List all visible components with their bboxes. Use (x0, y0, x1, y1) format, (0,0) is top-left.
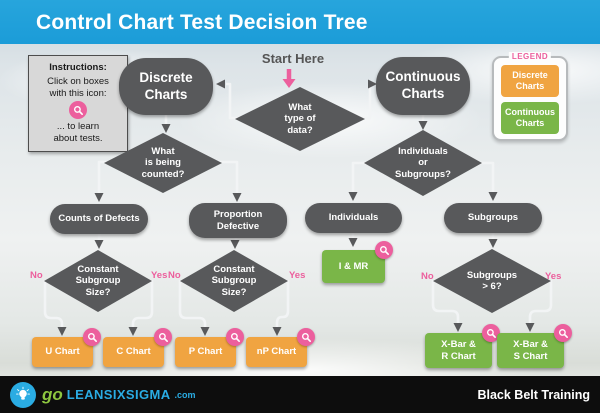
chart-np[interactable]: nP Chart (246, 328, 315, 367)
branch-label-no-3: No (421, 271, 434, 282)
magnifier-icon (83, 328, 101, 346)
chart-p-label: P Chart (188, 346, 223, 358)
branch-label-no-2: No (168, 270, 181, 281)
magnifier-icon (554, 324, 572, 342)
chart-xbar-s[interactable]: X-Bar & S Chart (497, 324, 572, 368)
chart-i-mr[interactable]: I & MR (322, 241, 393, 283)
instructions-heading: Instructions: (49, 61, 107, 73)
chart-xbar-s-label: X-Bar & S Chart (513, 339, 548, 362)
brand-logo: go LEANSIXSIGMA .com (10, 381, 196, 408)
decision-constant-subgroup-size-2: Constant Subgroup Size? (180, 250, 288, 312)
instructions-text-2: ... to learn about tests. (53, 121, 103, 145)
instructions-text-1: Click on boxes with this icon: (47, 75, 109, 99)
node-subgroups: Subgroups (444, 203, 542, 233)
branch-label-yes-3: Yes (545, 271, 562, 282)
node-continuous-charts: Continuous Charts (376, 57, 470, 115)
legend-discrete-swatch: Discrete Charts (501, 65, 559, 97)
magnifier-icon (154, 328, 172, 346)
magnifier-icon (226, 328, 244, 346)
magnifier-icon (69, 101, 87, 120)
page-title: Control Chart Test Decision Tree (36, 11, 368, 34)
brand-name: LEANSIXSIGMA (66, 387, 171, 402)
node-discrete-charts: Discrete Charts (119, 58, 213, 115)
branch-label-yes-2: Yes (289, 270, 306, 281)
footer-training-label: Black Belt Training (477, 387, 590, 402)
legend-title: LEGEND (508, 52, 552, 61)
chart-c-label: C Chart (116, 346, 151, 358)
magnifier-icon (297, 328, 315, 346)
footer-bar: go LEANSIXSIGMA .com Black Belt Training (0, 376, 600, 413)
legend-box: LEGEND Discrete Charts Continuous Charts (492, 52, 568, 141)
instructions-box: Instructions: Click on boxes with this i… (28, 55, 128, 152)
decision-subgroups-gt-6: Subgroups > 6? (433, 249, 551, 313)
brand-tld: .com (174, 389, 196, 400)
chart-i-mr-label: I & MR (338, 260, 369, 272)
chart-u[interactable]: U Chart (32, 328, 101, 367)
chart-c[interactable]: C Chart (103, 328, 172, 367)
branch-label-yes-1: Yes (151, 270, 168, 281)
magnifier-icon (375, 241, 393, 259)
chart-np-label: nP Chart (256, 346, 297, 358)
branch-label-no-1: No (30, 270, 43, 281)
start-here-label: Start Here (261, 51, 325, 66)
node-counts-of-defects: Counts of Defects (50, 204, 148, 234)
chart-xbar-r-label: X-Bar & R Chart (441, 339, 476, 362)
decision-individuals-or-subgroups: Individuals or Subgroups? (364, 130, 482, 196)
brand-go: go (42, 384, 63, 404)
legend-continuous-swatch: Continuous Charts (501, 102, 559, 134)
node-proportion-defective: Proportion Defective (189, 203, 287, 238)
chart-xbar-r[interactable]: X-Bar & R Chart (425, 324, 500, 368)
node-individuals: Individuals (305, 203, 402, 233)
decision-constant-subgroup-size-1: Constant Subgroup Size? (44, 250, 152, 312)
title-bar: Control Chart Test Decision Tree (0, 0, 600, 44)
chart-p[interactable]: P Chart (175, 328, 244, 367)
decision-what-type-of-data: What type of data? (235, 87, 365, 151)
lightbulb-logo-icon (10, 381, 36, 408)
magnifier-icon (482, 324, 500, 342)
chart-u-label: U Chart (45, 346, 80, 358)
